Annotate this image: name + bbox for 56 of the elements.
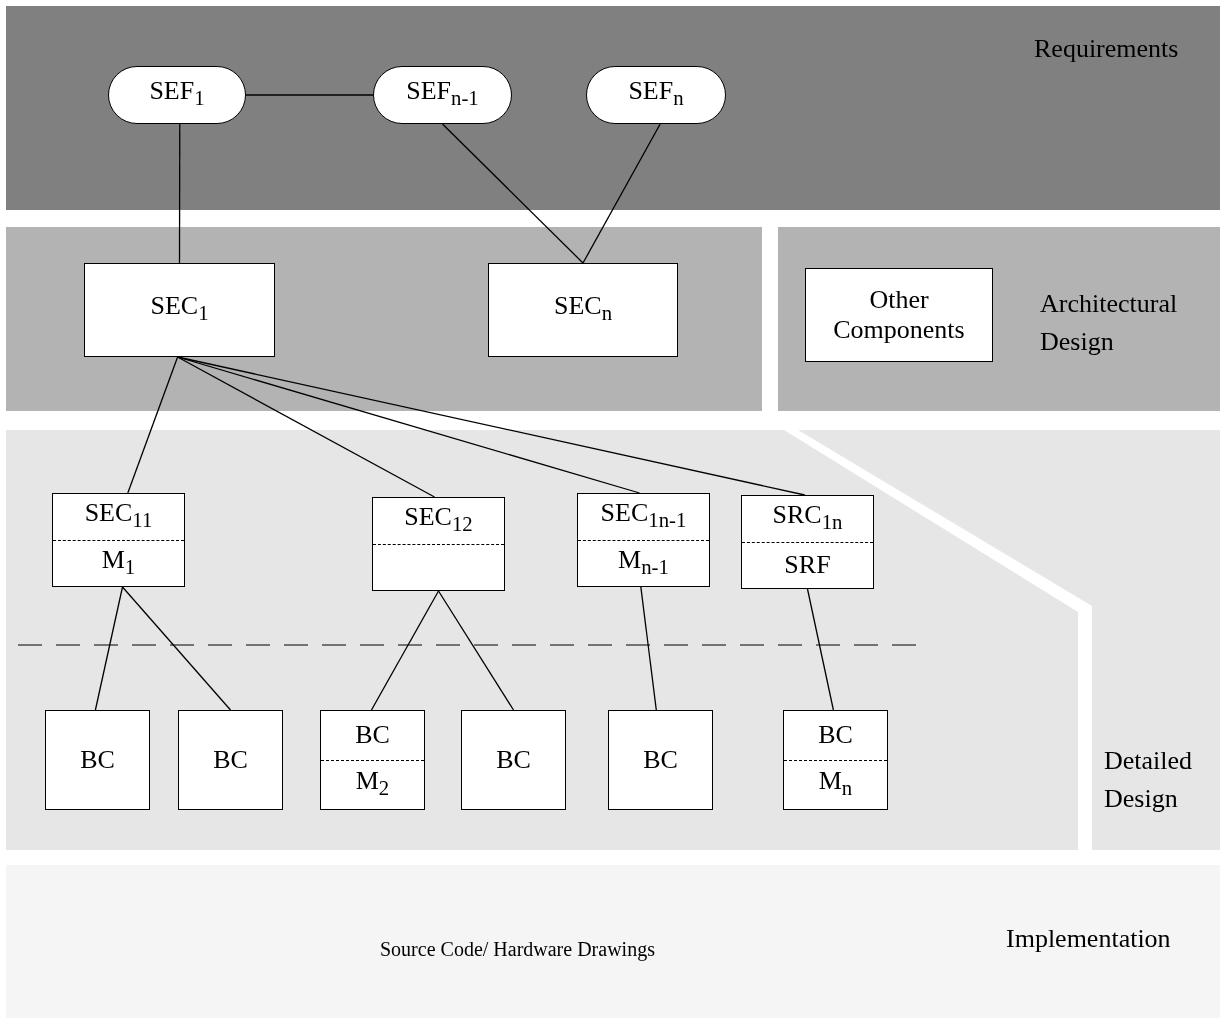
node-label: SEF$_{n}$	[628, 76, 684, 112]
connector-line	[176, 356, 436, 498]
node-label: SRC$_{1n}$	[772, 500, 843, 536]
connector-line	[806, 588, 835, 711]
layer-band	[6, 430, 1220, 850]
component-box	[783, 710, 888, 810]
component-box	[741, 495, 874, 589]
connector-line	[437, 590, 515, 711]
node-label: BC	[818, 720, 853, 751]
node-label: Other Components	[832, 285, 966, 345]
node-label: M$_{1}$	[101, 544, 136, 580]
node-label: M$_{2}$	[355, 766, 390, 802]
component-box	[84, 263, 275, 357]
layer-note: Source Code/ Hardware Drawings	[380, 937, 656, 963]
node-label: SEF$_{1}$	[149, 76, 205, 112]
connector-line	[121, 586, 232, 711]
node-label: BC	[643, 745, 678, 775]
node-label: BC	[496, 745, 531, 775]
component-box	[52, 493, 185, 587]
node-label: BC	[355, 720, 390, 751]
node-label: BC	[80, 745, 115, 775]
component-box	[45, 710, 150, 810]
connector-line	[178, 123, 181, 264]
component-box	[178, 710, 283, 810]
node-label: BC	[213, 745, 248, 775]
component-box	[488, 263, 678, 357]
connector-line	[370, 590, 440, 711]
component-box	[372, 497, 505, 591]
layer-title: Implementation	[1006, 923, 1172, 955]
component-box	[805, 268, 993, 362]
layer-title: Requirements	[1034, 33, 1180, 65]
node-label: SEC$_{1n-1}$	[600, 498, 687, 534]
connector-line	[245, 94, 374, 96]
node-label: SRF	[784, 550, 831, 581]
layer-band	[6, 227, 762, 411]
layer-title: Architectural Design	[1040, 288, 1179, 358]
layer-band	[778, 227, 1220, 411]
connector-line	[176, 356, 806, 496]
component-box	[320, 710, 425, 810]
node-label: M$_{n-1}$	[618, 544, 669, 580]
node-label: SEC$_{11}$	[84, 498, 153, 534]
layer-band	[6, 6, 1220, 210]
node-label: SEF$_{n-1}$	[406, 76, 479, 112]
node-label: SEC$_{12}$	[404, 502, 473, 538]
connector-line	[441, 123, 584, 264]
component-box	[608, 710, 713, 810]
component-box	[461, 710, 566, 810]
connector-line	[94, 586, 124, 711]
component-box	[577, 493, 710, 587]
layer-title: Detailed Design	[1104, 745, 1194, 815]
connector-line	[127, 356, 179, 494]
connector-line	[640, 586, 657, 711]
node-label: SEC$_{n}$	[553, 291, 613, 327]
connector-line	[582, 123, 661, 264]
node-label: M$_{n}$	[818, 766, 853, 802]
node-label: SEC$_{1}$	[150, 291, 209, 327]
